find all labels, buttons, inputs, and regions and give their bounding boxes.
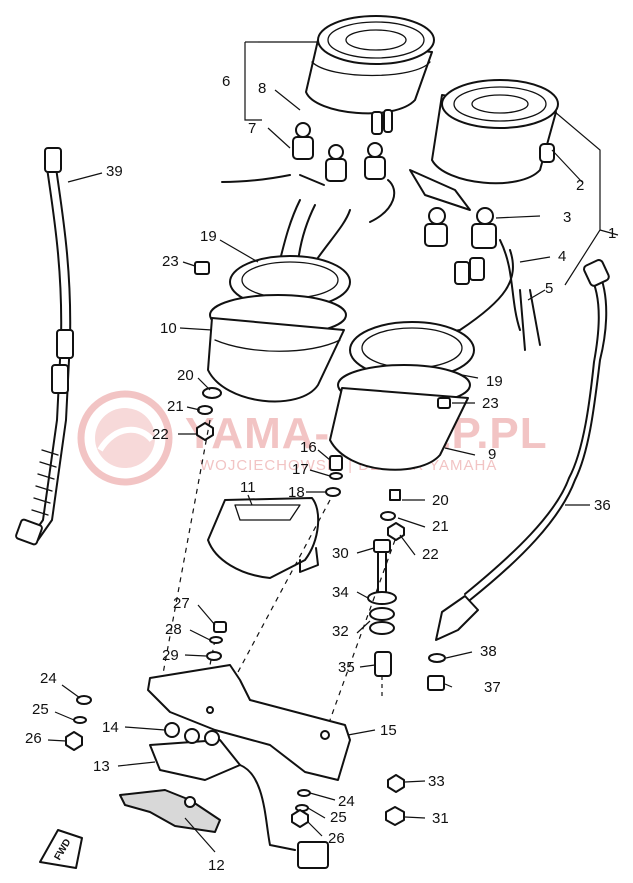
group-bracket-lines <box>244 41 601 286</box>
bulb-socket-left <box>221 122 396 223</box>
callout-7: 7 <box>248 120 256 137</box>
callout-13: 13 <box>93 758 110 775</box>
indicator-socket-assembly <box>149 722 329 869</box>
bulb-socket-right <box>424 207 497 285</box>
watermark: YAMA-SKLEP.PL WOJCIECHOWSKI | DEALER YAM… <box>77 390 547 486</box>
callout-17: 17 <box>292 461 309 478</box>
callout-12: 12 <box>208 857 225 874</box>
callout-38: 38 <box>480 643 497 660</box>
callout-36: 36 <box>594 497 611 514</box>
callout-34: 34 <box>332 584 349 601</box>
callout-22a: 22 <box>152 426 169 443</box>
callout-39: 39 <box>106 163 123 180</box>
tachometer-meter <box>409 79 559 211</box>
callout-24b: 24 <box>338 793 355 810</box>
callout-20b: 20 <box>432 492 449 509</box>
callout-9: 9 <box>488 446 496 463</box>
callout-32: 32 <box>332 623 349 640</box>
meter-bracket <box>147 664 351 781</box>
callout-27: 27 <box>173 595 190 612</box>
bolt-stack <box>367 539 397 700</box>
lower-bracket <box>119 789 221 833</box>
callout-25a: 25 <box>32 701 49 718</box>
callout-5: 5 <box>545 280 553 297</box>
callout-3: 3 <box>563 209 571 226</box>
callout-25b: 25 <box>330 809 347 826</box>
meter-case-left <box>207 255 351 403</box>
callout-35: 35 <box>338 659 355 676</box>
speedometer-cable <box>15 147 74 546</box>
meter-case-right <box>329 321 475 471</box>
tachometer-cable <box>427 259 610 691</box>
callout-26a: 26 <box>25 730 42 747</box>
callout-16: 16 <box>300 439 317 456</box>
callout-26b: 26 <box>328 830 345 847</box>
callout-18: 18 <box>288 484 305 501</box>
callout-24a: 24 <box>40 670 57 687</box>
callout-11: 11 <box>240 479 256 496</box>
lower-nuts <box>291 774 405 828</box>
callout-labels: 1 2 3 4 5 6 7 8 9 10 11 12 13 14 15 16 1… <box>25 73 619 874</box>
callout-28: 28 <box>165 621 182 638</box>
callout-21b: 21 <box>432 518 449 535</box>
callout-19b: 19 <box>486 373 503 390</box>
callout-14: 14 <box>102 719 119 736</box>
callout-30: 30 <box>332 545 349 562</box>
callout-19a: 19 <box>200 228 217 245</box>
callout-37: 37 <box>484 679 501 696</box>
speedometer-meter <box>305 15 435 135</box>
callout-4: 4 <box>558 248 566 265</box>
callout-33: 33 <box>428 773 445 790</box>
callout-31: 31 <box>432 810 449 827</box>
watermark-logo-icon <box>77 390 173 486</box>
callout-10: 10 <box>160 320 177 337</box>
callout-20a: 20 <box>177 367 194 384</box>
callout-23b: 23 <box>482 395 499 412</box>
callout-21a: 21 <box>167 398 184 415</box>
callout-8: 8 <box>258 80 266 97</box>
callout-15: 15 <box>380 722 397 739</box>
callout-1: 1 <box>608 225 616 242</box>
callout-6: 6 <box>222 73 230 90</box>
callout-2: 2 <box>576 177 584 194</box>
callout-23a: 23 <box>162 253 179 270</box>
fwd-arrow-icon: FWD <box>39 829 83 869</box>
indicator-cover <box>207 497 320 579</box>
callout-22b: 22 <box>422 546 439 563</box>
callout-29: 29 <box>162 647 179 664</box>
